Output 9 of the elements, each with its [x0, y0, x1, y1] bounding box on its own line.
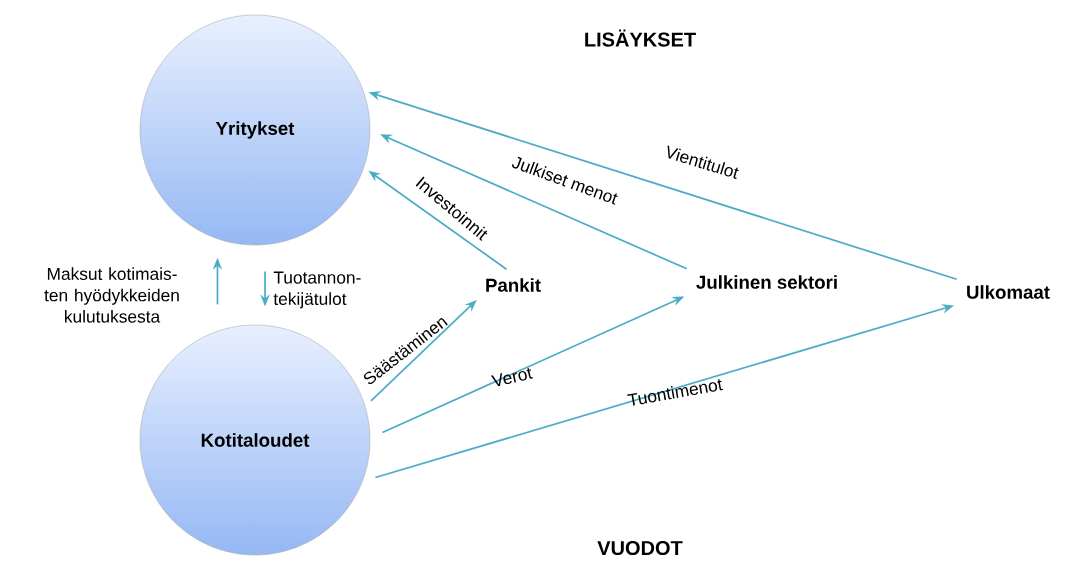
edge-label: Verot: [491, 367, 533, 387]
section-heading: VUODOT: [597, 540, 683, 556]
sector-label: Julkinen sektori: [696, 275, 837, 289]
edge-label: Maksut kotimais- ten hyödykkeiden kulutuksesta: [44, 267, 179, 323]
sector-label: Pankit: [486, 278, 541, 292]
section-heading: LISÄYKSET: [585, 29, 696, 47]
edge-label: Tuotannon- tekijätulot: [273, 271, 361, 309]
sector-label: Ulkomaat: [967, 285, 1050, 299]
edge-label: Tuontimenot: [627, 379, 724, 406]
